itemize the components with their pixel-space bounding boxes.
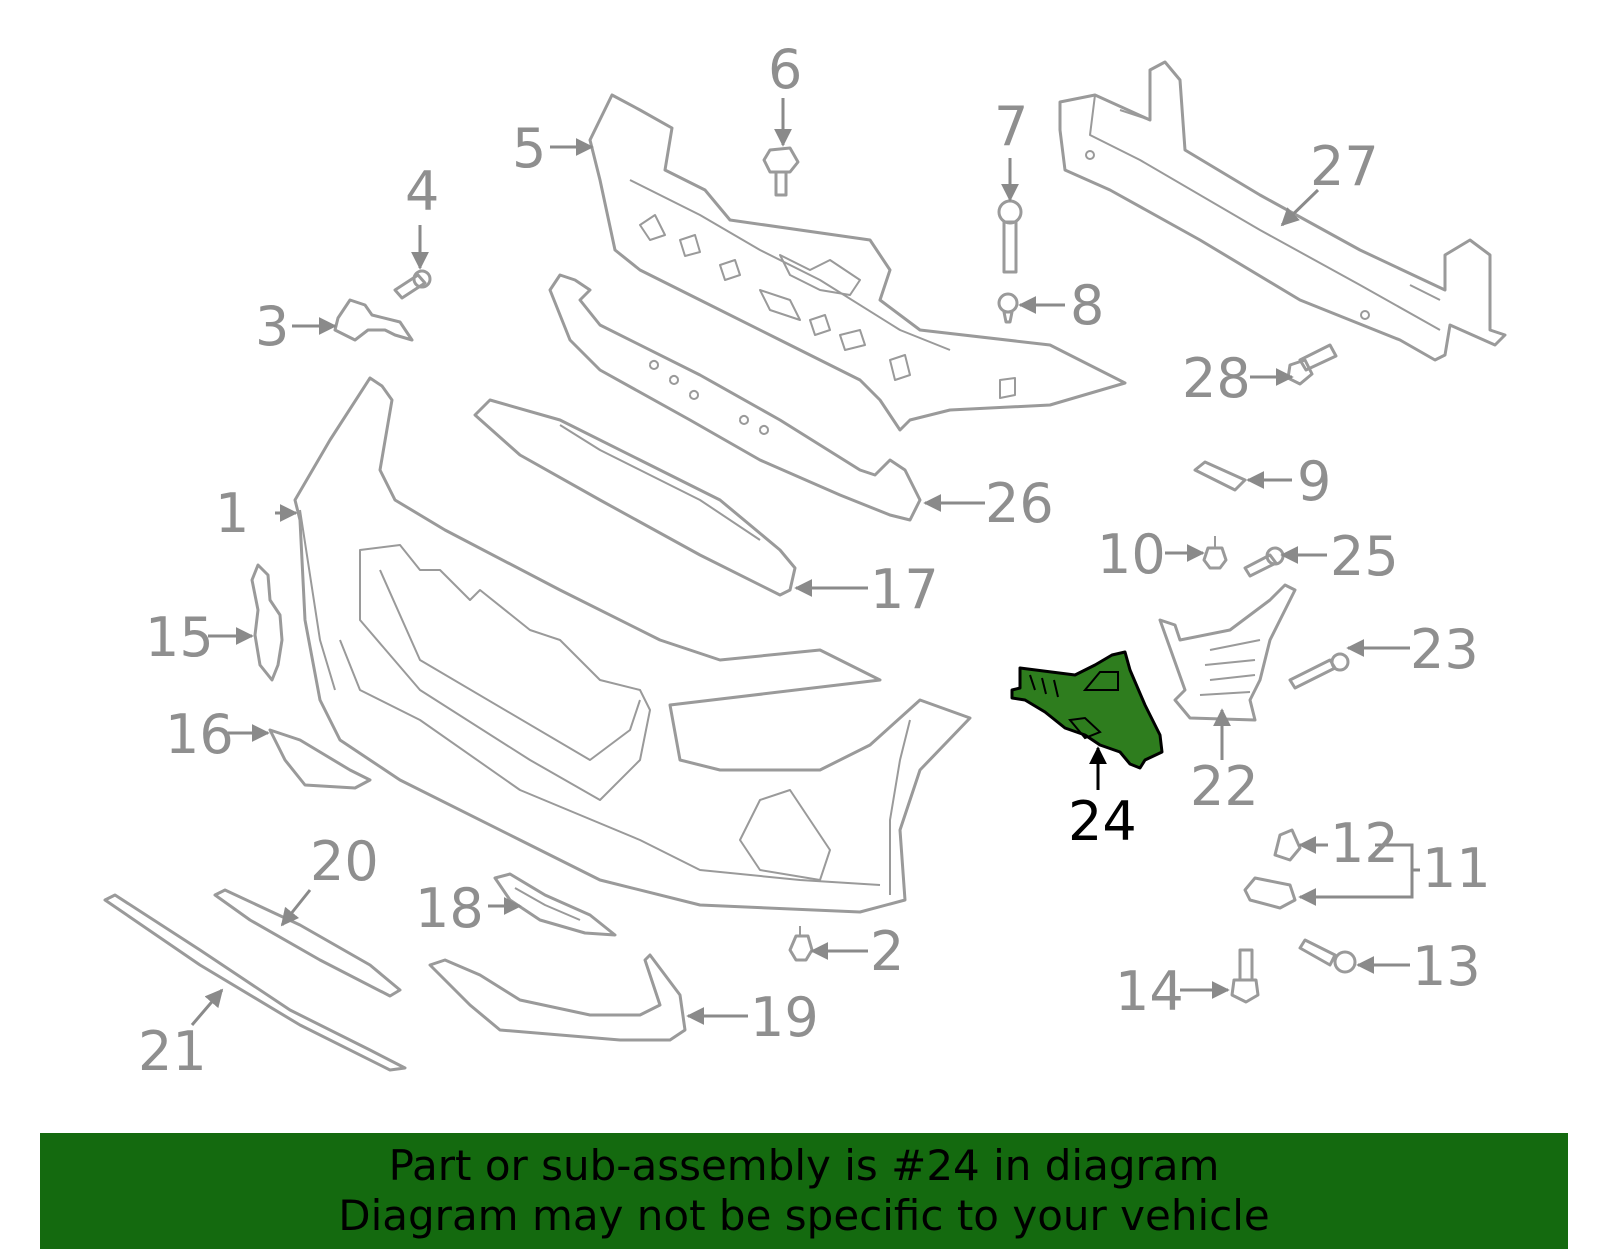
part-12-clip [1273,828,1302,862]
callout-20: 20 [310,830,379,893]
arrow-21 [190,988,224,1026]
part-11-clip [1243,876,1297,910]
part-22-bracket [1158,583,1297,722]
info-banner: Part or sub-assembly is #24 in diagram D… [40,1133,1568,1249]
callout-3: 3 [255,295,289,358]
part-17-absorber [473,398,797,597]
part-24-bracket-highlighted[interactable] [1010,650,1164,770]
callout-22: 22 [1190,755,1259,818]
part-13-screw [1298,938,1357,974]
part-3-bracket [333,298,414,342]
callout-1: 1 [215,482,249,545]
part-1-bumper-cover [293,376,972,914]
callout-4: 4 [405,160,439,223]
part-7-bolt [997,199,1023,274]
part-6-bolt [762,146,800,197]
callout-labels: 1 2 3 4 5 6 7 8 9 10 11 12 13 14 15 16 1… [138,38,1491,1083]
arrow-27 [1280,188,1320,227]
callout-14: 14 [1115,960,1184,1023]
callout-9: 9 [1297,450,1331,513]
part-2-nut [788,926,814,962]
part-15-bracket [250,563,284,682]
part-27-reinforcement-bar [1058,60,1507,362]
part-25-screw [1243,546,1285,578]
callout-28: 28 [1182,347,1251,410]
callout-12: 12 [1330,812,1399,875]
callout-23: 23 [1410,618,1479,681]
part-8-clip [997,292,1019,324]
part-16-trim [268,728,372,790]
callout-13: 13 [1412,935,1481,998]
callout-7: 7 [994,95,1028,158]
callout-18: 18 [415,877,484,940]
part-5-upper-bracket [588,93,1127,432]
callout-5: 5 [512,117,546,180]
callout-8: 8 [1070,274,1104,337]
callout-6: 6 [768,38,802,101]
part-23-rivet [1288,652,1350,690]
callout-17: 17 [870,558,939,621]
part-26-absorber [548,273,922,522]
callout-15: 15 [145,606,214,669]
callout-arrows [190,98,1420,1026]
banner-line-1: Part or sub-assembly is #24 in diagram [388,1141,1220,1190]
banner-line-2: Diagram may not be specific to your vehi… [338,1191,1270,1240]
part-20-strip [213,888,402,998]
callout-25: 25 [1330,525,1399,588]
part-19-grille-trim [428,953,687,1042]
callout-27: 27 [1310,135,1379,198]
callout-19: 19 [750,986,819,1049]
callout-10: 10 [1097,523,1166,586]
callout-24[interactable]: 24 [1068,790,1137,853]
callout-16: 16 [165,703,234,766]
part-14-bolt [1230,948,1260,1004]
part-4-screw [393,269,432,300]
callout-11: 11 [1422,837,1491,900]
arrow-20 [280,889,312,927]
callout-26: 26 [985,472,1054,535]
part-28-bolt [1286,343,1338,386]
callout-2: 2 [870,920,904,983]
part-9-clip [1193,460,1247,492]
callout-21: 21 [138,1020,207,1083]
part-10-nut [1202,536,1228,570]
part-21-lower-strip [103,893,407,1072]
